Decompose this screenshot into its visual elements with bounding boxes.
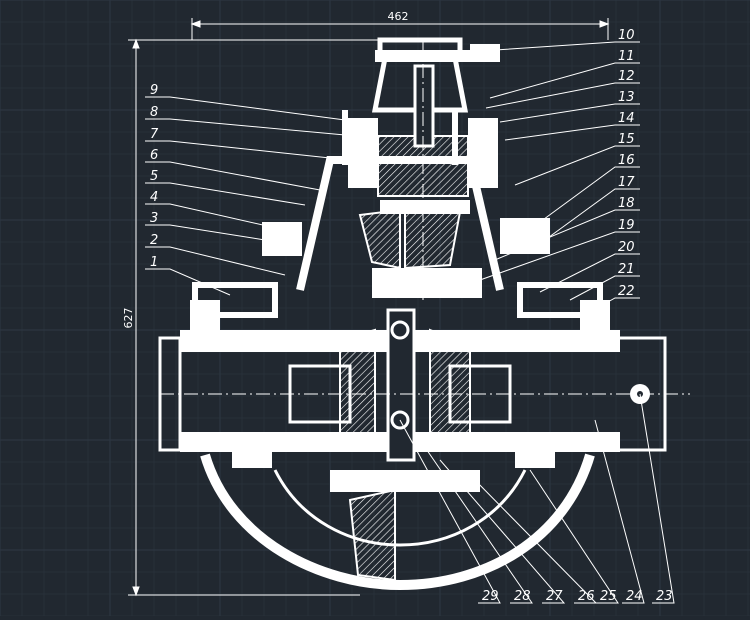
part-label-16: 16 [618, 153, 635, 168]
part-label-1: 1 [150, 255, 158, 270]
part-label-23: 23 [656, 589, 673, 604]
leader-right-2 [485, 82, 640, 109]
part-label-3: 3 [150, 211, 158, 226]
part-label-13: 13 [618, 90, 635, 105]
part-label-26: 26 [578, 589, 595, 604]
part-leaders [145, 41, 675, 604]
part-label-5: 5 [150, 169, 158, 184]
part-label-22: 22 [618, 284, 635, 299]
part-label-12: 12 [618, 69, 635, 84]
leader-left-4 [145, 182, 306, 206]
leader-right-3 [499, 103, 640, 123]
labels-bottom: 29 28 27 26 25 24 23 [482, 589, 673, 604]
leader-right-11 [569, 275, 640, 301]
housing-solid [180, 44, 620, 492]
pinion-shaft [386, 64, 435, 462]
leader-bottom-4 [529, 469, 619, 604]
dimension-height [128, 38, 420, 597]
leader-right-6 [539, 166, 640, 223]
leader-right-10 [539, 253, 640, 293]
leader-bottom-0 [399, 419, 501, 604]
leader-left-2 [145, 140, 331, 159]
part-label-7: 7 [150, 127, 159, 142]
part-label-25: 25 [600, 589, 617, 604]
leader-left-1 [145, 118, 346, 136]
leader-right-4 [504, 124, 640, 141]
part-label-8: 8 [150, 105, 158, 120]
part-label-28: 28 [514, 589, 531, 604]
leader-right-12 [589, 297, 640, 313]
part-label-10: 10 [618, 28, 635, 43]
part-label-11: 11 [618, 49, 635, 64]
leader-bottom-2 [439, 459, 566, 604]
part-label-15: 15 [618, 132, 635, 147]
leader-right-8 [489, 209, 640, 263]
dimension-width-label: 462 [388, 10, 409, 23]
part-label-4: 4 [150, 190, 158, 205]
part-label-27: 27 [546, 589, 563, 604]
leader-right-5 [514, 145, 640, 186]
part-label-9: 9 [150, 83, 158, 98]
labels-right: 10 11 12 13 14 15 16 17 18 19 20 21 22 [618, 28, 635, 299]
leader-right-9 [479, 231, 640, 281]
leader-left-0 [145, 96, 346, 121]
part-label-19: 19 [618, 218, 635, 233]
part-label-17: 17 [618, 175, 635, 190]
part-label-6: 6 [150, 148, 158, 163]
leader-bottom-1 [419, 439, 533, 604]
part-label-24: 24 [626, 589, 643, 604]
part-label-2: 2 [150, 233, 158, 248]
dimension-height-label: 627 [122, 308, 135, 329]
leader-bottom-6 [639, 393, 675, 604]
part-label-14: 14 [618, 111, 635, 126]
center-lines [160, 40, 690, 395]
labels-left: 9 8 7 6 5 4 3 2 1 [150, 83, 159, 270]
part-label-20: 20 [618, 240, 635, 255]
leader-right-7 [544, 188, 640, 241]
part-label-29: 29 [482, 589, 499, 604]
leader-bottom-5 [594, 419, 645, 604]
part-label-18: 18 [618, 196, 635, 211]
leader-left-5 [145, 203, 286, 231]
part-label-21: 21 [618, 262, 635, 277]
dimension-width [190, 18, 610, 40]
leader-right-0 [494, 41, 640, 51]
leader-left-8 [145, 268, 231, 296]
leader-right-1 [489, 62, 640, 99]
leader-left-3 [145, 161, 321, 191]
leader-left-6 [145, 224, 266, 241]
leader-left-7 [145, 246, 286, 276]
